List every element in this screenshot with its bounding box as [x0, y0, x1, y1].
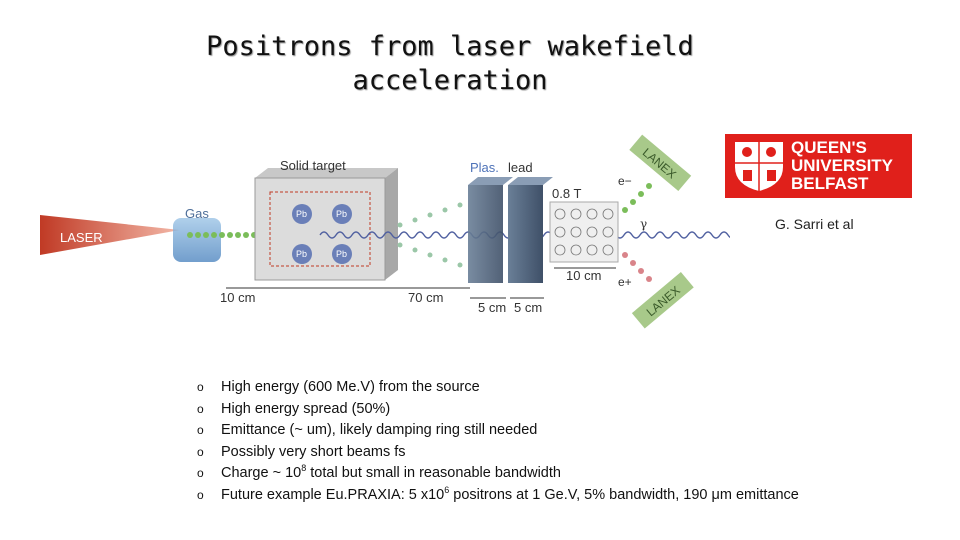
- solid-target-label: Solid target: [280, 158, 346, 173]
- pb-label-2: Pb: [336, 209, 347, 219]
- dist-magnet-label: 10 cm: [566, 268, 601, 283]
- dist-plas-label: 5 cm: [478, 300, 506, 315]
- pb-label-3: Pb: [296, 249, 307, 259]
- lanex-top-screen: LANEX: [629, 134, 692, 192]
- scattered-beams: [397, 202, 463, 268]
- bullet-marker: o: [197, 444, 204, 459]
- magnet-field-region: [549, 201, 619, 263]
- bullet-item: o Future example Eu.PRAXIA: 5 x106 positr…: [197, 485, 799, 507]
- experiment-diagram: LASER Gas Solid target Pb Pb Pb Pb Plas.…: [40, 134, 730, 329]
- logo-line-2: UNIVERSITY: [791, 156, 894, 175]
- solid-target: [254, 177, 386, 281]
- bullet-marker: o: [197, 487, 204, 502]
- bullet-text-pre: Future example Eu.PRAXIA: 5 x10: [221, 486, 445, 503]
- bullet-item: o Possibly very short beams fs: [197, 442, 799, 464]
- bullet-marker: o: [197, 401, 204, 416]
- field-label: 0.8 T: [552, 186, 581, 201]
- deflected-particles: [622, 183, 652, 213]
- laser-label: LASER: [60, 230, 103, 245]
- bullet-text-post: positrons at 1 Ge.V, 5% bandwidth, 190 μ…: [449, 486, 799, 503]
- gamma-label: γ: [640, 217, 647, 231]
- pb-atoms: Pb Pb Pb Pb: [292, 204, 352, 264]
- solid-target-top: [255, 168, 398, 178]
- field-symbols: [554, 208, 614, 256]
- bullet-marker: o: [197, 423, 204, 438]
- deflected-positrons: [622, 252, 652, 282]
- pb-label-4: Pb: [336, 249, 347, 259]
- laser-beam: [40, 215, 180, 255]
- lead-slab: [508, 185, 543, 283]
- bullet-item: o High energy (600 Me.V) from the source: [197, 377, 799, 399]
- bullet-marker: o: [197, 380, 204, 394]
- bullet-text: High energy (600 Me.V) from the source: [221, 379, 480, 395]
- electron-label: e−: [618, 174, 632, 188]
- credit-text: G. Sarri et al: [775, 216, 854, 232]
- electron-beam: [187, 232, 257, 238]
- logo-line-1: QUEEN'S: [791, 138, 867, 157]
- slide-title-line-1: Positrons from laser wakefield: [206, 31, 694, 62]
- university-logo: QUEEN'S UNIVERSITY BELFAST: [725, 134, 912, 198]
- bullet-marker: o: [197, 466, 204, 481]
- bullet-item: o High energy spread (50%): [197, 399, 799, 421]
- slide-title-line-2: acceleration: [352, 65, 548, 96]
- dimension-lines: [226, 267, 616, 299]
- bullet-superscript: 8: [301, 463, 307, 474]
- lead-slab-top: [508, 177, 553, 185]
- plasma-slab: [468, 185, 503, 283]
- pb-label-1: Pb: [296, 209, 307, 219]
- solid-target-side: [385, 168, 398, 280]
- gas-label: Gas: [185, 206, 209, 221]
- bullet-text-post: total but small in reasonable bandwidth: [306, 465, 561, 482]
- bullet-text: Emittance (~ um), likely damping ring st…: [221, 422, 538, 439]
- plas-label: Plas.: [470, 160, 499, 175]
- gas-cell: [173, 218, 221, 262]
- bullet-superscript: 6: [444, 485, 450, 496]
- slide-title: Positrons from laser wakefield accelerat…: [150, 30, 750, 98]
- dist-gas-label: 10 cm: [220, 290, 255, 305]
- lanex-bottom-screen: LANEX: [631, 272, 694, 329]
- lead-label: lead: [508, 160, 533, 175]
- crest-icon: [735, 142, 783, 191]
- bullet-text: High energy spread (50%): [221, 400, 391, 417]
- bullet-item: o Emittance (~ um), likely damping ring s…: [197, 420, 799, 442]
- positron-label: e+: [618, 275, 632, 289]
- dist-target-label: 70 cm: [408, 290, 443, 305]
- solid-target-inner: [269, 191, 371, 267]
- bullet-text-pre: Charge ~ 10: [221, 465, 302, 482]
- bullet-item: o Charge ~ 108 total but small in reasona…: [197, 463, 799, 485]
- dist-lead-label: 5 cm: [514, 300, 542, 315]
- plasma-slab-top: [468, 177, 513, 185]
- bullet-text: Possibly very short beams fs: [221, 443, 406, 460]
- logo-line-3: BELFAST: [791, 174, 869, 193]
